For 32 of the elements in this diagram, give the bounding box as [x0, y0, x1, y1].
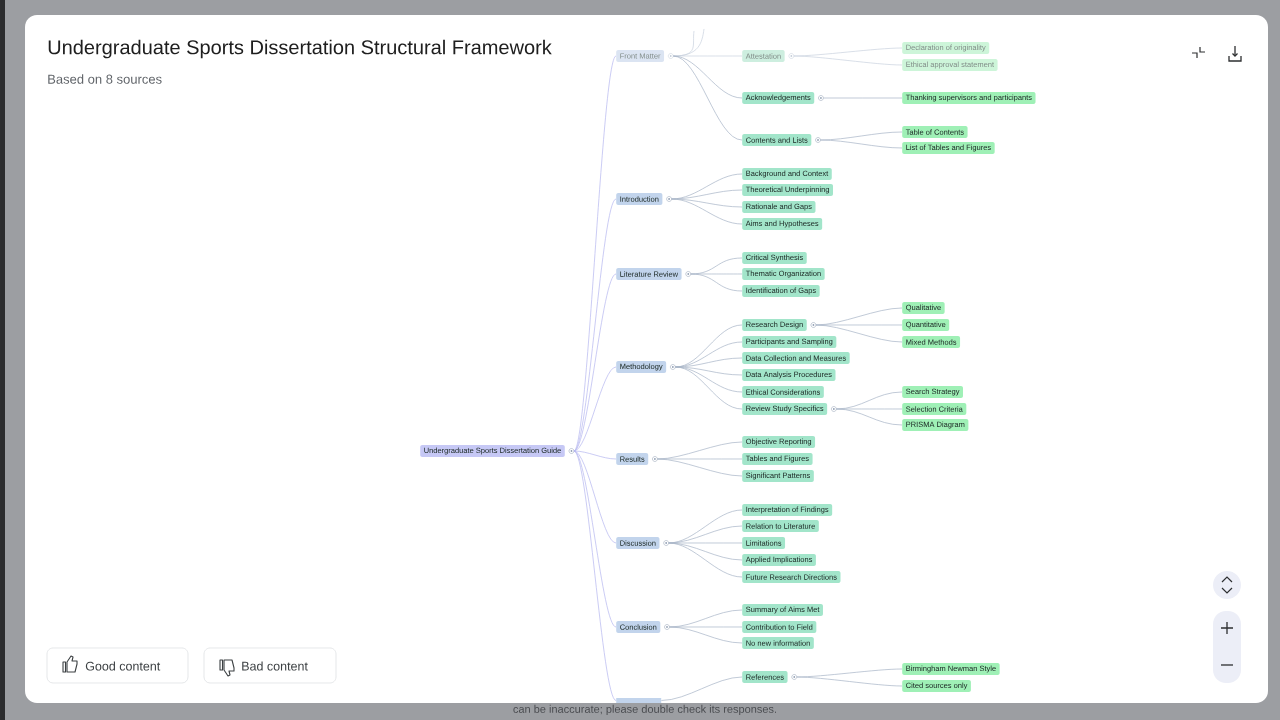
connector-line: [690, 273, 743, 292]
connector-line: [573, 450, 617, 628]
connector-line: [820, 139, 903, 149]
connector-line: [796, 676, 903, 687]
connector-line: [573, 55, 617, 452]
connector-line: [573, 273, 617, 452]
connector-line: [836, 408, 903, 410]
connector-line: [668, 542, 743, 544]
connector-line: [793, 55, 903, 66]
good-content-button: Good content: [46, 647, 189, 684]
connector-line: [573, 450, 617, 701]
connector-line: [815, 324, 903, 343]
connector-line: [669, 626, 743, 644]
connector-line: [675, 366, 743, 376]
subtitle: Based on 8 sources: [48, 74, 162, 84]
connector-line: [668, 542, 743, 578]
connector-line: [675, 366, 743, 410]
title: Undergraduate Sports Dissertation Structural Framework: [48, 39, 552, 59]
connector-line: [661, 676, 743, 701]
bad-content-button: Bad content: [203, 647, 337, 684]
connector-line: [672, 55, 743, 99]
connector-line: [672, 55, 743, 141]
connector-line: [671, 198, 743, 225]
topic-box: [616, 698, 662, 703]
connector-line: [573, 450, 617, 460]
connector-line: [573, 366, 617, 452]
disclaimer-text: can be inaccurate; please double check its responses.: [513, 704, 777, 716]
connector-line: [669, 626, 743, 628]
connector-line: [573, 450, 617, 544]
connector-line: [675, 366, 743, 393]
connector-line: [657, 458, 743, 477]
connector-line: [836, 408, 903, 426]
